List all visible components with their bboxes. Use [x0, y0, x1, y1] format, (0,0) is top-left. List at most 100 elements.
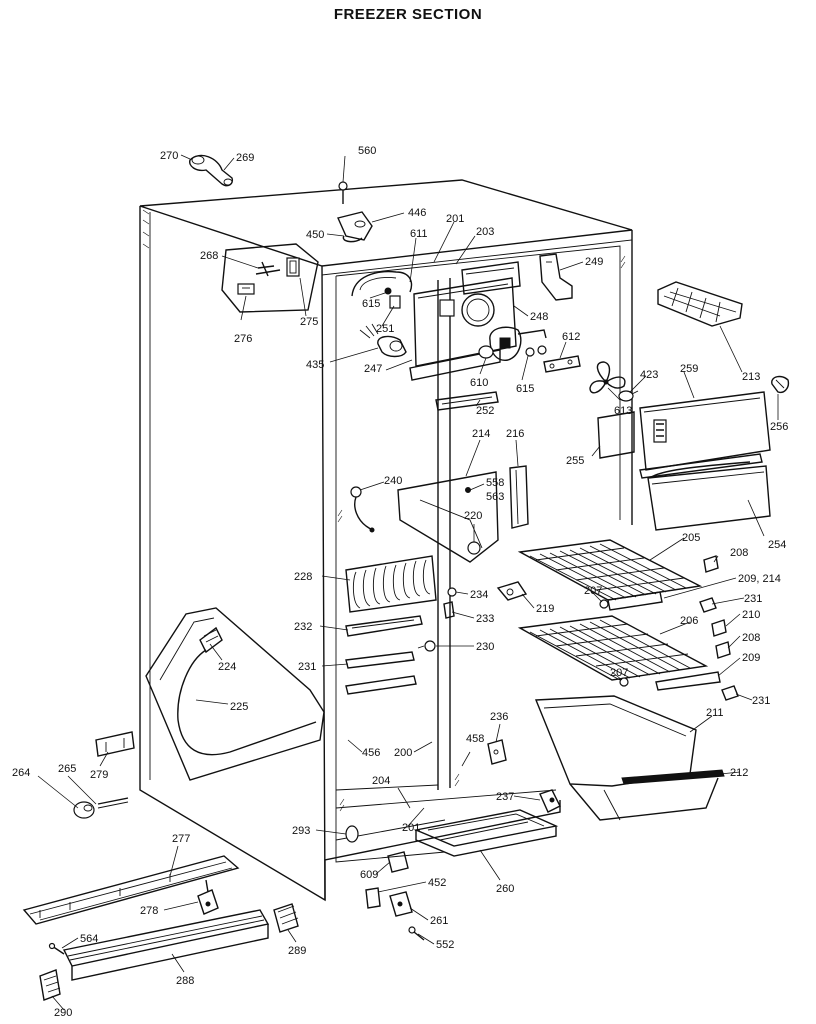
callout-208: 208	[742, 632, 760, 644]
roller-264	[73, 801, 95, 819]
callout-558: 558	[486, 477, 504, 489]
callout-249: 249	[585, 256, 603, 268]
sensor-240	[350, 486, 375, 533]
callout-231: 231	[298, 661, 316, 673]
callout-259: 259	[680, 363, 698, 375]
callout-560: 560	[358, 145, 376, 157]
callout-275: 275	[300, 316, 318, 328]
callout-611: 611	[410, 228, 428, 240]
clip-256	[771, 375, 790, 394]
callout-204: 204	[372, 775, 390, 787]
channel-216	[509, 465, 529, 529]
block-609	[387, 851, 409, 873]
callout-564: 564	[80, 933, 98, 945]
callout-234: 234	[470, 589, 488, 601]
evaporator-cover-248	[409, 277, 517, 381]
grille-end-289	[273, 903, 299, 933]
callout-435: 435	[306, 359, 324, 371]
duct-203	[461, 261, 521, 295]
control-housing	[221, 243, 319, 313]
callout-201: 201	[446, 213, 464, 225]
grille-288	[62, 909, 270, 981]
callout-212: 212	[730, 767, 748, 779]
leader-lines	[37, 154, 779, 1011]
callout-230: 230	[476, 641, 494, 653]
screw-552	[408, 926, 425, 941]
louver-252	[435, 391, 499, 411]
trim-panel-225	[145, 607, 325, 781]
hinge-261	[389, 891, 413, 917]
bracket-279	[95, 731, 135, 757]
callout-609: 609	[360, 869, 378, 881]
callout-278: 278	[140, 905, 158, 917]
base-rail-277	[22, 855, 240, 925]
callout-276: 276	[234, 333, 252, 345]
callout-269: 269	[236, 152, 254, 164]
callout-225: 225	[230, 701, 248, 713]
callout-240: 240	[384, 475, 402, 487]
fan-blade-613	[589, 361, 626, 394]
top-hinge-446-450	[337, 211, 373, 243]
callout-209-214: 209, 214	[738, 573, 781, 585]
top-hinge-270-269	[189, 154, 234, 187]
connector-219	[496, 581, 528, 601]
callout-248: 248	[530, 311, 548, 323]
wire-shelf-206	[517, 615, 709, 681]
callout-206: 206	[680, 615, 698, 627]
fitting-230	[417, 640, 436, 652]
bin-trim-212	[621, 769, 725, 785]
fitting-234	[447, 587, 457, 597]
callout-228: 228	[294, 571, 312, 583]
callout-224: 224	[218, 661, 236, 673]
callout-612: 612	[562, 331, 580, 343]
ice-tray-213	[657, 281, 743, 327]
bracket-452	[365, 887, 381, 909]
cabinet-outline	[139, 179, 633, 902]
callout-201: 201	[402, 822, 420, 834]
clip-236	[487, 739, 507, 765]
callout-458: 458	[466, 733, 484, 745]
light-shield-255	[597, 411, 635, 459]
callout-289: 289	[288, 945, 306, 957]
callout-261: 261	[430, 915, 448, 927]
diagram-title: FREEZER SECTION	[333, 6, 483, 23]
callout-450: 450	[306, 229, 324, 241]
callout-237: 237	[496, 791, 514, 803]
callout-446: 446	[408, 207, 426, 219]
clip-233	[443, 601, 455, 619]
callout-563: 563	[486, 491, 504, 503]
callout-452: 452	[428, 877, 446, 889]
tray-232	[345, 615, 423, 637]
fan-motor-610	[478, 326, 547, 361]
callout-231: 231	[752, 695, 770, 707]
roller-293	[345, 825, 359, 843]
callout-207: 207	[610, 667, 628, 679]
evaporator-coil-228	[345, 555, 437, 613]
wire-shelf-205	[517, 539, 703, 601]
callout-205: 205	[682, 532, 700, 544]
callout-200: 200	[394, 747, 412, 759]
callout-615: 615	[362, 298, 380, 310]
callout-254: 254	[768, 539, 786, 551]
baffle-214	[397, 471, 499, 563]
rod-231	[345, 651, 417, 695]
callout-213: 213	[742, 371, 760, 383]
callout-268: 268	[200, 250, 218, 262]
callout-236: 236	[490, 711, 508, 723]
callout-252: 252	[476, 405, 494, 417]
callout-232: 232	[294, 621, 312, 633]
callout-256: 256	[770, 421, 788, 433]
callout-264: 264	[12, 767, 30, 779]
screw-560	[338, 181, 348, 204]
callout-220: 220	[464, 510, 482, 522]
callout-251: 251	[376, 323, 394, 335]
bin-front-254	[647, 461, 771, 531]
leveler-278	[197, 879, 219, 915]
callout-labels: 270 269 560 446 450 201 611 203 249 268 …	[12, 145, 788, 1019]
callout-265: 265	[58, 763, 76, 775]
callout-290: 290	[54, 1007, 72, 1019]
axle-265	[97, 797, 129, 809]
callout-214: 214	[472, 428, 490, 440]
callout-207: 207	[584, 585, 602, 597]
